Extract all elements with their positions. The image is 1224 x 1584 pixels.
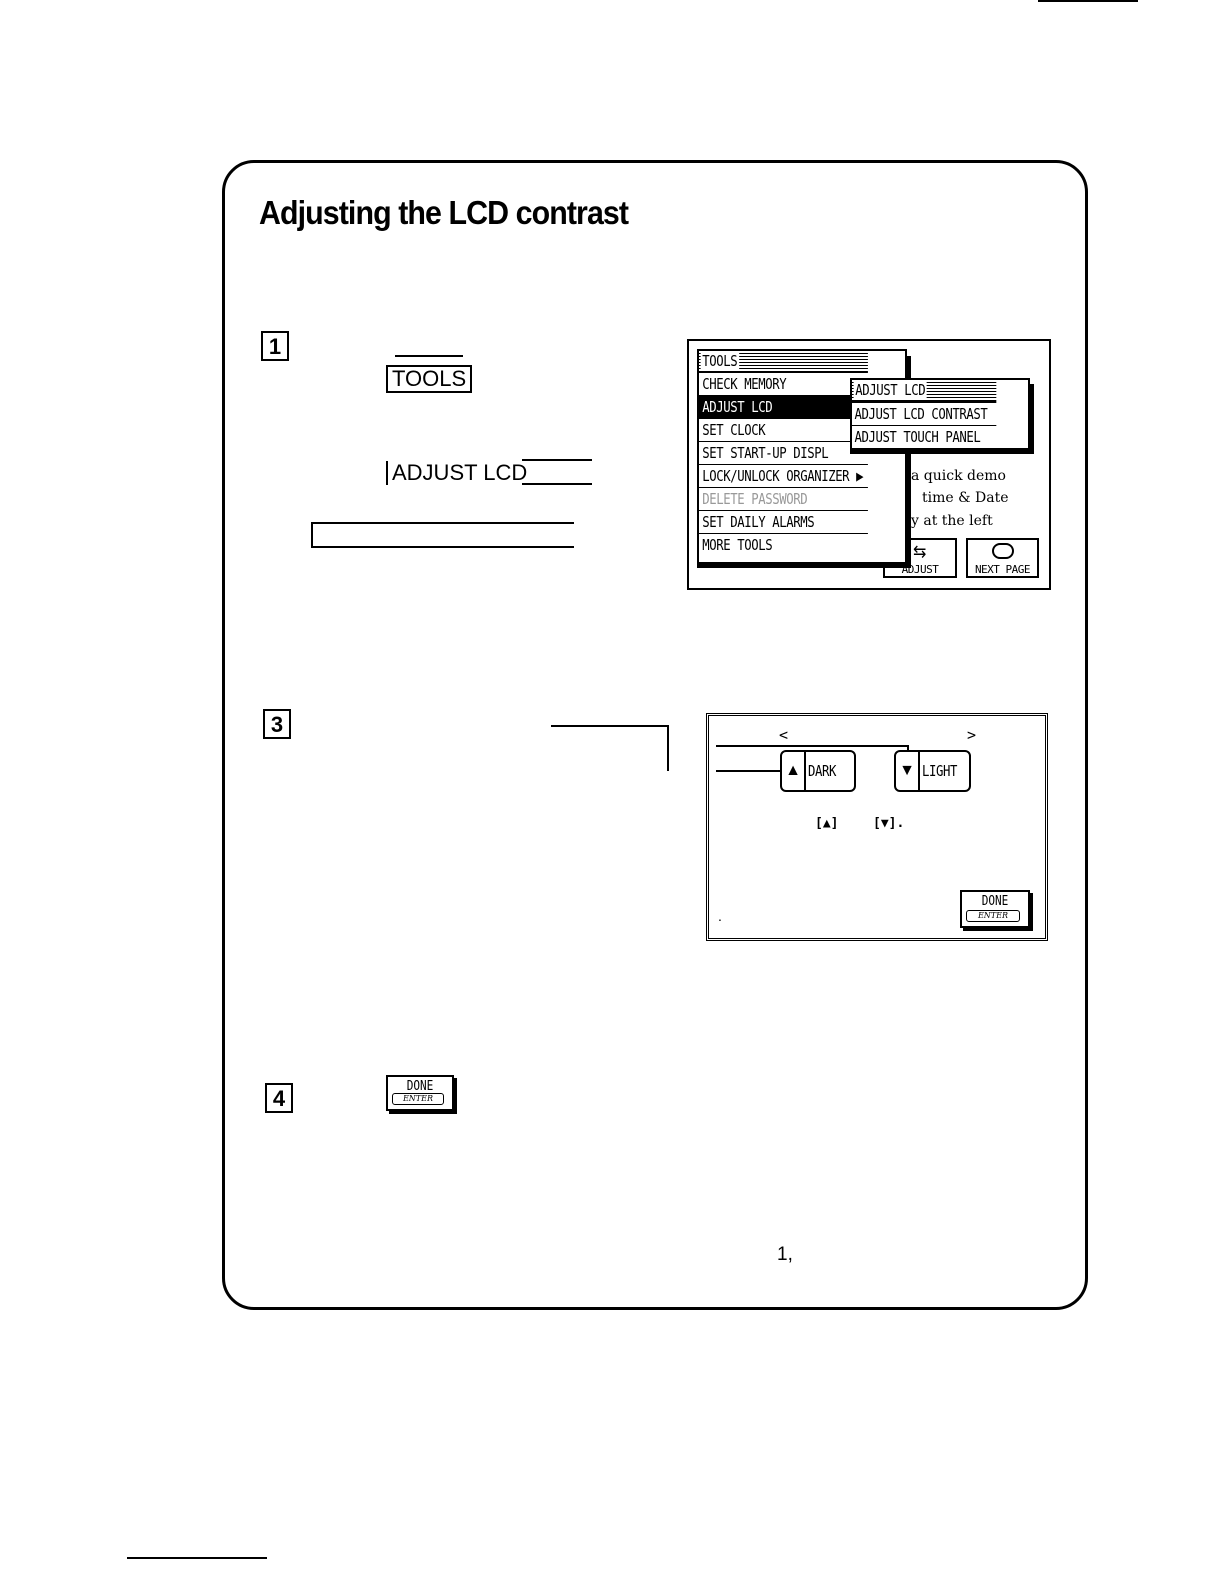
next-page-button[interactable]: NEXT PAGE	[966, 538, 1039, 578]
up-key-hint: [▲]	[815, 816, 839, 831]
menu-item-set-daily-alarms[interactable]: SET DAILY ALARMS	[699, 511, 868, 534]
section-frame	[222, 160, 1088, 1310]
menu-item-check-memory[interactable]: CHECK MEMORY	[699, 373, 868, 396]
adjust-lcd-key-top	[522, 459, 592, 461]
menu-item-lock-unlock[interactable]: LOCK/UNLOCK ORGANIZER ▶	[699, 465, 868, 488]
background-line-3: y at the left	[911, 513, 993, 529]
tools-menu-title: TOOLS	[699, 351, 868, 373]
stray-dot: .	[718, 908, 722, 924]
menu-item-delete-password[interactable]: DELETE PASSWORD	[699, 488, 868, 511]
page-title: Adjusting the LCD contrast	[259, 194, 629, 231]
step-1-number: 1	[261, 331, 289, 361]
adjust-lcd-submenu: ADJUST LCD ADJUST LCD CONTRAST ADJUST TO…	[850, 378, 1030, 450]
callout-line-vertical	[667, 725, 669, 771]
adjust-lcd-key-left	[386, 461, 388, 485]
adjust-icon: ⇆	[913, 544, 927, 561]
dark-button[interactable]: ▲ DARK	[780, 750, 856, 792]
top-rule	[1038, 0, 1138, 2]
menu-shadow-bottom	[697, 560, 911, 568]
enter-icon-step4: ENTER	[392, 1093, 444, 1105]
done-enter-button[interactable]: DONE ENTER	[960, 890, 1030, 928]
background-line-1: a quick demo	[911, 468, 1006, 484]
adjust-lcd-key-bottom	[522, 483, 592, 485]
up-arrow-icon: ▲	[782, 752, 806, 790]
background-line-2: time & Date	[922, 490, 1009, 506]
submenu-title: ADJUST LCD	[852, 380, 997, 403]
footer-fragment: 1,	[777, 1244, 793, 1265]
step-4-number: 4	[265, 1083, 293, 1113]
tools-key[interactable]: TOOLS	[386, 365, 473, 393]
done-key-icon[interactable]: DONE ENTER	[386, 1075, 454, 1111]
menu-item-adjust-lcd[interactable]: ADJUST LCD	[699, 396, 868, 419]
submenu-item-adjust-lcd-contrast[interactable]: ADJUST LCD CONTRAST	[852, 403, 997, 426]
menu-item-set-start-up-display[interactable]: SET START-UP DISPL	[699, 442, 868, 465]
adjust-lcd-key[interactable]: ADJUST LCD	[386, 461, 531, 485]
blank-input-box	[311, 522, 574, 548]
left-bracket: <	[779, 726, 789, 744]
submenu-shadow	[1026, 384, 1034, 454]
menu-item-set-clock[interactable]: SET CLOCK	[699, 419, 868, 442]
light-button[interactable]: ▼ LIGHT	[894, 750, 971, 792]
down-key-hint: [▼].	[873, 816, 905, 831]
submenu-shadow-bottom	[850, 448, 1034, 454]
callout-line-top	[551, 725, 669, 727]
menu-item-more-tools[interactable]: MORE TOOLS	[702, 536, 773, 554]
pointer-line-dark	[716, 770, 782, 772]
pointer-line-light	[716, 745, 909, 747]
speech-icon	[992, 543, 1014, 559]
bottom-rule	[127, 1557, 267, 1559]
right-bracket: >	[967, 726, 977, 744]
tools-key-overline	[395, 355, 463, 357]
step-3-number: 3	[263, 709, 291, 739]
submenu-item-adjust-touch-panel[interactable]: ADJUST TOUCH PANEL	[854, 428, 981, 446]
menu-shadow	[903, 356, 911, 568]
down-arrow-icon: ▼	[896, 752, 920, 790]
enter-icon: ENTER	[966, 910, 1020, 922]
